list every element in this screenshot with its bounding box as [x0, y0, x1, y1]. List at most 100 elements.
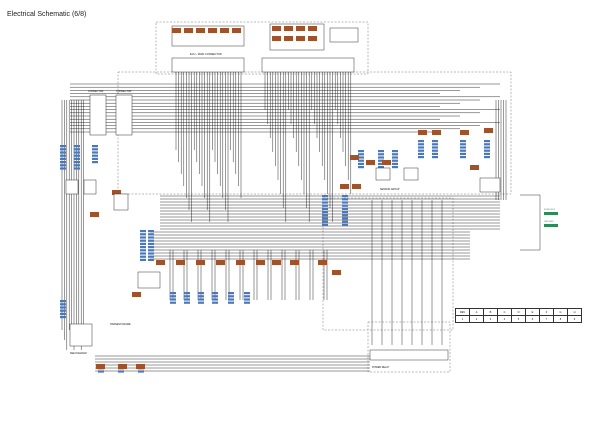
- connector-pin: [342, 207, 348, 210]
- revision-table: REV A B C D E F G H 1 2 3 4 5 6 7 8 9: [455, 308, 582, 323]
- connector-pin: [418, 143, 424, 146]
- table-cell: 1: [455, 315, 470, 323]
- table-cell: 3: [483, 315, 498, 323]
- table-cell: 5: [511, 315, 526, 323]
- connector-pin: [322, 204, 328, 207]
- connector-tag: [220, 28, 229, 33]
- table-cell: 4: [497, 315, 512, 323]
- connector-tag: [176, 260, 185, 265]
- connector-pin: [184, 301, 190, 304]
- relay-box-3: [113, 193, 129, 211]
- connector-pin: [74, 157, 80, 160]
- connector-pin: [378, 150, 384, 153]
- connector-pin: [460, 156, 466, 159]
- relay-box-2: [83, 179, 97, 195]
- connector-tag: [284, 36, 293, 41]
- connector-tag: [118, 364, 127, 369]
- connector-pin: [322, 223, 328, 226]
- connector-pin: [322, 198, 328, 201]
- table-cell: REV: [455, 308, 470, 316]
- connector-pin: [342, 211, 348, 214]
- connector-pin: [460, 152, 466, 155]
- legend-label-1: FUSE BOX: [544, 209, 556, 211]
- connector-pin: [322, 220, 328, 223]
- sensor-box-1: [375, 167, 391, 181]
- connector-pin: [148, 252, 154, 255]
- connector-pin: [92, 148, 98, 151]
- connector-pin: [342, 204, 348, 207]
- connector-pin: [322, 195, 328, 198]
- connector-tag: [460, 130, 469, 135]
- connector-tag: [340, 184, 349, 189]
- table-cell: G: [553, 308, 568, 316]
- connector-pin: [358, 166, 364, 169]
- table-cell: E: [525, 308, 540, 316]
- connector-pin: [60, 303, 66, 306]
- connector-pin: [212, 295, 218, 298]
- revision-row: 1 2 3 4 5 6 7 8 9: [455, 315, 582, 323]
- connector-tag: [418, 130, 427, 135]
- sensor-bay-caption: SENSOR GROUP: [380, 188, 400, 191]
- connector-tag: [272, 260, 281, 265]
- main-connector-caption: ECU - MAIN CONNECTOR: [190, 52, 222, 56]
- connector-pin: [342, 220, 348, 223]
- connector-pin: [60, 164, 66, 167]
- connector-pin: [358, 153, 364, 156]
- connector-tag: [284, 26, 293, 31]
- connector-pin: [184, 298, 190, 301]
- connector-pin: [60, 154, 66, 157]
- connector-pin: [148, 239, 154, 242]
- connector-pin: [432, 152, 438, 155]
- connector-pin: [60, 300, 66, 303]
- connector-pin: [140, 242, 146, 245]
- connector-pin: [322, 211, 328, 214]
- sensor-box-2: [403, 167, 419, 181]
- connector-pin: [484, 149, 490, 152]
- connector-pin: [98, 370, 104, 373]
- connector-pin: [140, 252, 146, 255]
- connector-pin: [170, 292, 176, 295]
- connector-tag: [296, 36, 305, 41]
- lower-frame: [322, 197, 454, 331]
- connector-tag: [172, 28, 181, 33]
- connector-pin: [378, 162, 384, 165]
- connector-pin: [140, 230, 146, 233]
- bottom-frame: [367, 321, 451, 373]
- legend-swatch-1: [544, 212, 558, 215]
- connector-tag: [318, 260, 327, 265]
- connector-pin: [60, 157, 66, 160]
- table-cell: D: [511, 308, 526, 316]
- connector-tag: [112, 190, 121, 195]
- connector-pin: [228, 292, 234, 295]
- connector-pin: [460, 140, 466, 143]
- connector-pin: [322, 201, 328, 204]
- connector-pin: [244, 298, 250, 301]
- connector-pin: [418, 146, 424, 149]
- connector-pin: [484, 140, 490, 143]
- connector-pin: [140, 249, 146, 252]
- connector-pin: [212, 292, 218, 295]
- connector-pin: [342, 195, 348, 198]
- upper-frame: [155, 21, 369, 75]
- connector-pin: [92, 145, 98, 148]
- connector-pin: [342, 198, 348, 201]
- connector-pin: [60, 167, 66, 170]
- connector-pin: [148, 230, 154, 233]
- left-connector-a: [89, 94, 107, 136]
- connector-tag: [136, 364, 145, 369]
- connector-pin: [378, 166, 384, 169]
- connector-pin: [92, 161, 98, 164]
- bottom-left-caption: SEE DIAGRAM: [70, 352, 87, 355]
- connector-pin: [74, 161, 80, 164]
- connector-tag: [308, 36, 317, 41]
- connector-pin: [392, 166, 398, 169]
- table-cell: B: [483, 308, 498, 316]
- connector-pin: [184, 295, 190, 298]
- connector-pin: [244, 292, 250, 295]
- connector-pin: [460, 143, 466, 146]
- connector-pin: [60, 145, 66, 148]
- legend-label-2: GROUND: [544, 221, 554, 223]
- connector-pin: [432, 156, 438, 159]
- connector-pin: [60, 161, 66, 164]
